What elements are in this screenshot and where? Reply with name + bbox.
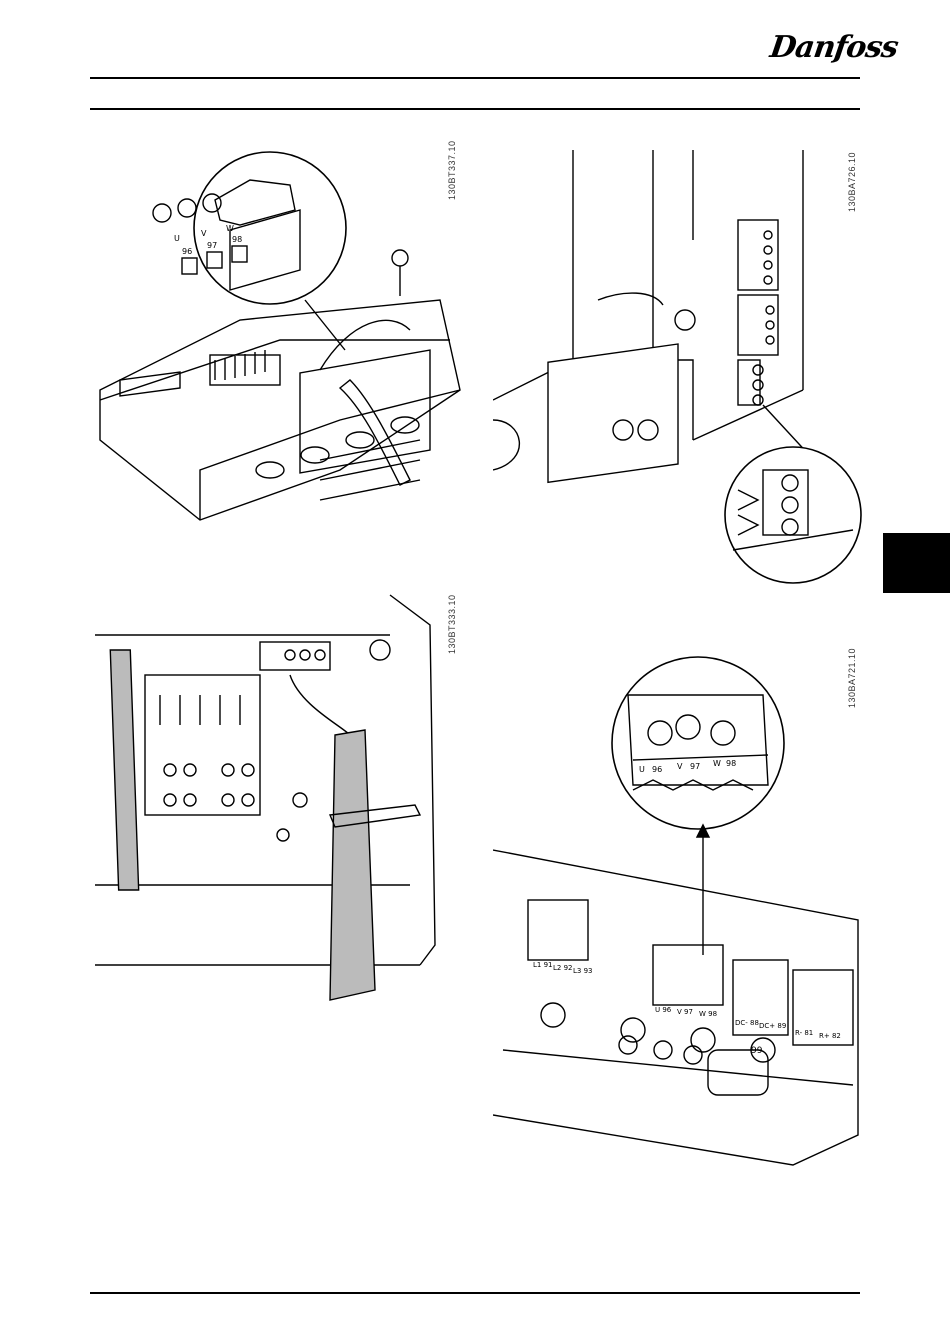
callout-label: W (713, 759, 721, 768)
header-rule-top (90, 77, 860, 79)
callout-label: 96 (652, 765, 662, 774)
brake-terminal-label: R+ 82 (819, 1032, 841, 1040)
motor-terminal-label: U 96 (655, 1006, 672, 1014)
figure-cable-clamp (90, 585, 460, 1005)
motor-terminal-label: V 97 (677, 1008, 693, 1016)
dc-terminal-label: DC+ 89 (759, 1022, 786, 1030)
callout-label: 97 (690, 762, 700, 771)
footer-rule (90, 1292, 860, 1294)
header-rule-bottom (90, 108, 860, 110)
terminal-number: 98 (232, 235, 242, 244)
motor-terminal-label: W 98 (699, 1010, 717, 1018)
mains-terminal-label: L1 91 (533, 961, 553, 969)
phase-label: U (174, 234, 180, 243)
terminal-number: 97 (207, 241, 217, 250)
mains-terminal-label: L3 93 (573, 967, 593, 975)
section-tab (883, 533, 950, 593)
figure-enclosure-terminals (493, 150, 863, 590)
ground-terminal-label: 99 (751, 1046, 763, 1056)
brand-logo: Danfoss (767, 30, 868, 70)
callout-label: U (639, 765, 645, 774)
brake-terminal-label: R- 81 (795, 1029, 813, 1037)
callout-label: V (677, 762, 683, 771)
callout-label: 98 (726, 759, 736, 768)
phase-label: W (226, 224, 234, 233)
phase-label: V (201, 229, 207, 238)
mains-terminal-label: L2 92 (553, 964, 573, 972)
dc-terminal-label: DC- 88 (735, 1019, 759, 1027)
terminal-number: 96 (182, 247, 192, 256)
